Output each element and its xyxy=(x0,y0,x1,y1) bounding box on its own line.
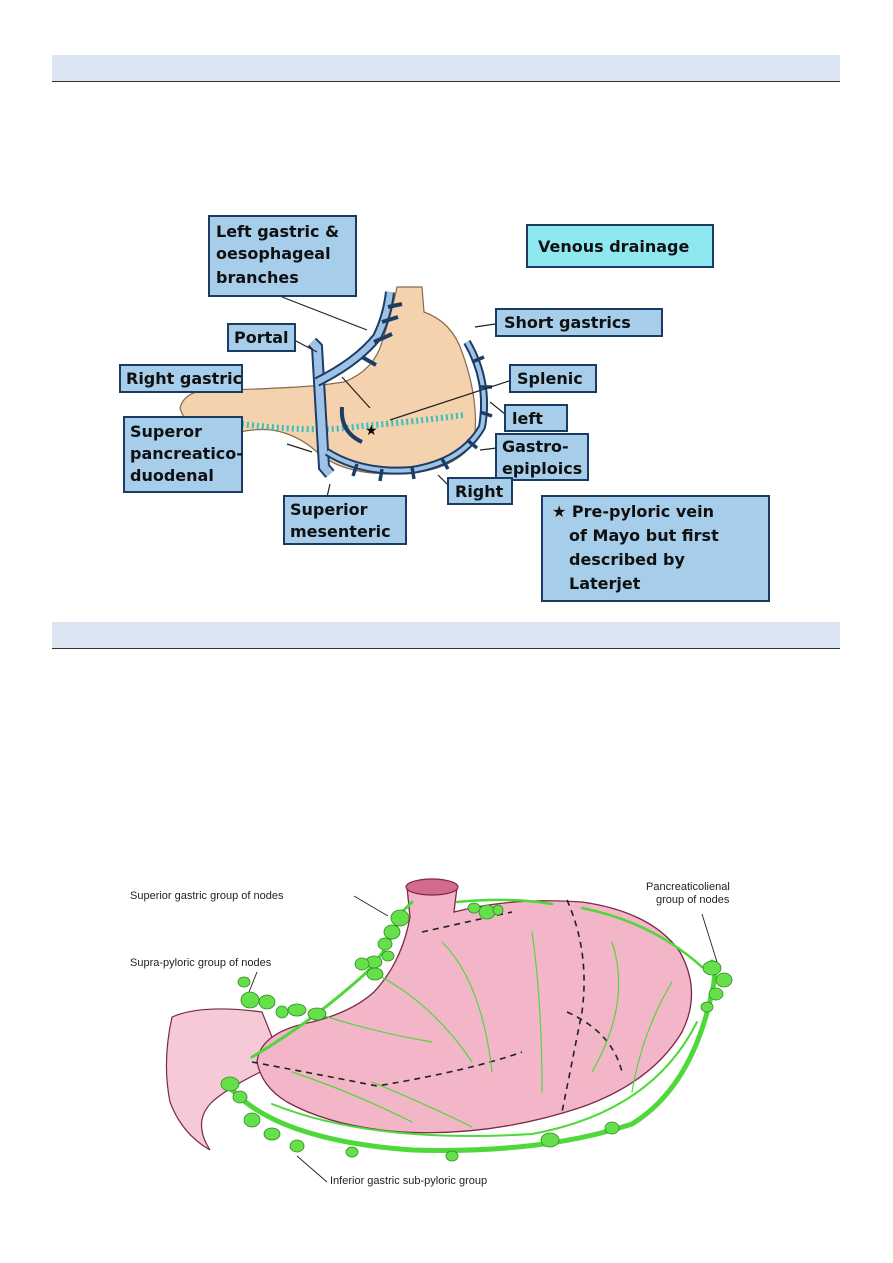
label-portal: Portal xyxy=(227,323,296,352)
venous-drainage-figure: ★ Left gastric & oesophageal branches Ve… xyxy=(112,212,790,604)
svg-text:Right: Right xyxy=(455,482,504,501)
svg-text:Right gastric: Right gastric xyxy=(126,369,242,388)
label-right: Right xyxy=(447,477,513,505)
svg-text:Left gastric &: Left gastric & xyxy=(216,222,339,241)
svg-text:★ Pre-pyloric vein: ★ Pre-pyloric vein xyxy=(552,502,714,521)
section-header-band xyxy=(52,55,840,82)
svg-text:described by: described by xyxy=(569,550,685,569)
stomach-shape-2 xyxy=(256,882,693,1134)
label-superior-mesenteric: Superior mesenteric xyxy=(283,495,407,545)
svg-text:Gastro-: Gastro- xyxy=(502,437,569,456)
label-left-gastric: Left gastric & oesophageal branches xyxy=(208,215,357,297)
svg-text:epiploics: epiploics xyxy=(502,459,582,478)
label-pancreaticolienal-2: group of nodes xyxy=(656,894,730,906)
svg-text:of Mayo but first: of Mayo but first xyxy=(569,526,719,545)
section-header-band-2 xyxy=(52,622,840,649)
svg-text:mesenteric: mesenteric xyxy=(290,522,391,541)
label-pre-pyloric-note: ★ Pre-pyloric vein of Mayo but first des… xyxy=(541,495,770,602)
label-inferior-gastric-subpyloric: Inferior gastric sub-pyloric group xyxy=(330,1175,487,1187)
svg-text:Laterjet: Laterjet xyxy=(569,574,641,593)
svg-text:Superior: Superior xyxy=(290,500,368,519)
svg-text:Splenic: Splenic xyxy=(517,369,583,388)
svg-text:Portal: Portal xyxy=(234,328,289,347)
label-splenic: Splenic xyxy=(509,364,597,393)
svg-text:left: left xyxy=(512,409,543,428)
label-right-gastric: Right gastric xyxy=(119,364,243,393)
svg-text:Venous drainage: Venous drainage xyxy=(538,237,689,256)
pre-pyloric-star: ★ xyxy=(365,423,378,439)
svg-text:duodenal: duodenal xyxy=(130,466,214,485)
splenic-vein-dotted xyxy=(226,412,465,433)
label-gastro-epiploics: Gastro- epiploics xyxy=(495,433,589,481)
label-supra-pyloric-nodes: Supra-pyloric group of nodes xyxy=(130,957,272,969)
label-pancreaticolienal-1: Pancreaticolienal xyxy=(646,881,730,893)
label-superior-pancreaticoduodenal: Superor pancreatico- duodenal xyxy=(123,416,243,493)
label-left: left xyxy=(504,404,568,432)
svg-text:oesophageal: oesophageal xyxy=(216,244,331,263)
label-venous-drainage-title: Venous drainage xyxy=(526,224,714,268)
label-superior-gastric-nodes: Superior gastric group of nodes xyxy=(130,890,284,902)
svg-text:Short gastrics: Short gastrics xyxy=(504,313,631,332)
svg-text:branches: branches xyxy=(216,268,299,287)
svg-text:Superor: Superor xyxy=(130,422,202,441)
label-short-gastrics: Short gastrics xyxy=(495,308,663,337)
svg-text:pancreatico-: pancreatico- xyxy=(130,444,243,463)
lymphatic-drainage-figure: Superior gastric group of nodes Supra-py… xyxy=(112,872,772,1190)
